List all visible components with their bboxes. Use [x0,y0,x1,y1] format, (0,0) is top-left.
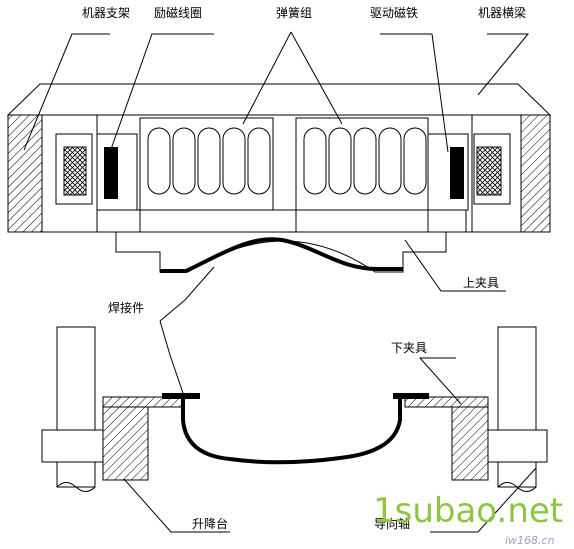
label-guide-shaft: 导向轴 [374,516,410,531]
frame-support-left [7,114,43,233]
guide-shaft-left [41,326,104,492]
drive-magnet-left [96,133,138,211]
label-spring-group: 弹簧组 [276,5,312,20]
label-drive-magnet: 驱动磁铁 [370,5,418,20]
weldment-lower [162,393,429,465]
magnet-yoke-left [41,114,98,233]
spring-group-left [139,117,274,211]
label-weldment: 焊接件 [108,300,144,315]
watermark-sub: iw168.cn [505,534,555,547]
vibration-plate [96,209,467,233]
frame-support-right [520,114,551,233]
magnet-yoke-right [471,114,522,233]
lower-clamp-plate-right [404,396,489,408]
guide-shaft-right [485,326,548,492]
watermark-logo: 1subao.net [373,491,563,531]
label-lift-table: 升降台 [192,516,228,531]
lift-table-right [451,406,489,481]
label-frame-support: 机器支架 [82,6,130,20]
label-machine-beam: 机器横梁 [478,5,526,20]
leader-lines [23,31,537,533]
label-upper-clamp: 上夹具 [463,276,499,290]
drive-magnet-right [427,133,469,211]
weldment-upper [160,237,403,273]
label-excitation-coil: 励磁线圈 [154,5,202,20]
label-lower-clamp: 下夹具 [391,341,427,355]
lift-table-left [102,406,149,481]
spring-group-right [295,117,429,211]
